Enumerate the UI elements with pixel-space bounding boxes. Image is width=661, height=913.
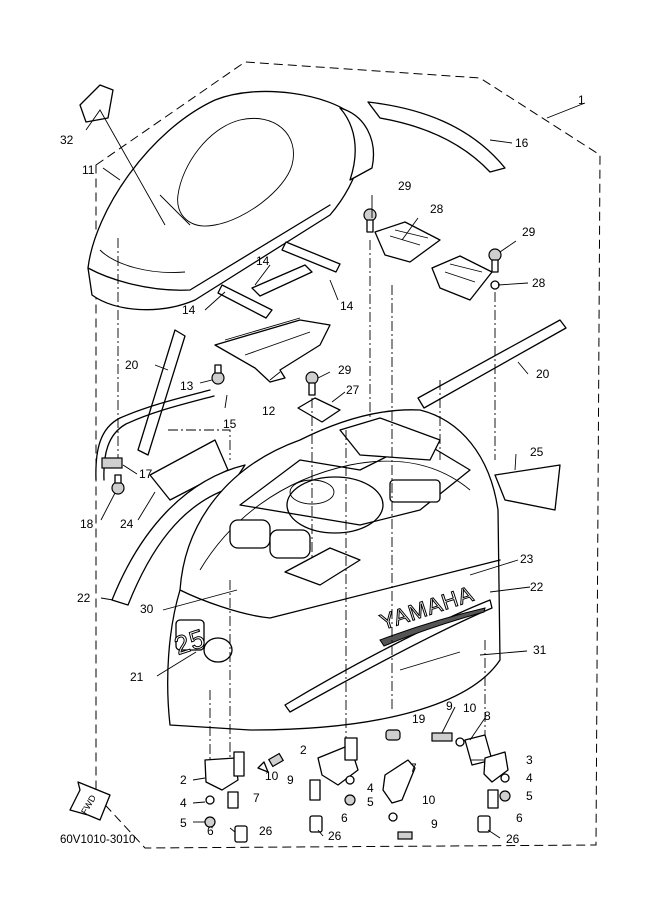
part-32-tag: [79, 84, 114, 123]
strip-14-a: [251, 264, 313, 297]
callout-4-b: 4: [367, 781, 374, 795]
bracket-28-upper: [374, 221, 441, 263]
callout-23: 23: [520, 552, 534, 566]
callout-7-a: 7: [410, 761, 417, 775]
callout-17: 17: [139, 467, 153, 481]
callout-29-b: 29: [522, 225, 536, 239]
decal-25: [494, 464, 561, 511]
callout-6-c: 6: [207, 824, 214, 838]
callout-1: 1: [578, 93, 585, 107]
callout-6-a: 6: [341, 811, 348, 825]
callout-2-b: 2: [180, 773, 187, 787]
seal-20-left: [137, 329, 186, 456]
hose-15: [95, 389, 211, 481]
callout-14-a: 14: [256, 254, 270, 268]
callout-26-a: 26: [259, 824, 273, 838]
callout-10-c: 10: [422, 793, 436, 807]
callout-5-b: 5: [367, 795, 374, 809]
callout-5-c: 5: [180, 816, 187, 830]
callout-9-c: 9: [431, 817, 438, 831]
decal-22-left: [111, 464, 246, 606]
callout-21: 21: [130, 670, 144, 684]
clip-17: [101, 457, 123, 469]
callout-7-b: 7: [253, 791, 260, 805]
callout-24: 24: [120, 517, 134, 531]
grommet-18: [111, 474, 125, 495]
callout-9-b: 9: [287, 773, 294, 787]
callout-27: 27: [346, 383, 360, 397]
callout-26-c: 26: [506, 832, 520, 846]
top-cowling: [87, 90, 363, 311]
callout-labels: 1 32 11 16 29 28 29 14 28 14 14 20 29 20…: [60, 93, 585, 846]
callout-25: 25: [530, 445, 544, 459]
bracket-12: [214, 317, 331, 383]
callout-30: 30: [140, 602, 154, 616]
alignment-lines: [117, 238, 496, 760]
callout-22-b: 22: [77, 591, 91, 605]
callout-5-a: 5: [526, 789, 533, 803]
callout-12: 12: [262, 404, 276, 418]
leader-lines: [85, 102, 586, 839]
callout-29-c: 29: [338, 363, 352, 377]
grommet-19: [385, 729, 401, 741]
bottom-cowling: [167, 409, 501, 731]
hardware-right: [431, 732, 511, 833]
callout-18: 18: [80, 517, 94, 531]
callout-10-a: 10: [463, 701, 477, 715]
callout-28-b: 28: [532, 276, 546, 290]
fwd-arrow: [69, 781, 111, 821]
callout-31: 31: [533, 643, 547, 657]
callout-26-b: 26: [328, 829, 342, 843]
cowling-rear-piece: [339, 107, 375, 181]
grommet-13: [211, 364, 225, 385]
callout-19: 19: [412, 712, 426, 726]
bolt-29-right: [488, 248, 502, 290]
callout-15: 15: [223, 417, 237, 431]
callout-8: 8: [484, 709, 491, 723]
strip-14-b: [217, 284, 273, 319]
callout-4-c: 4: [180, 796, 187, 810]
hardware-left: [204, 751, 285, 843]
callout-29-a: 29: [398, 179, 412, 193]
callout-4-a: 4: [526, 771, 533, 785]
decal-16: [367, 101, 506, 173]
callout-14-c: 14: [340, 299, 354, 313]
callout-13: 13: [180, 379, 194, 393]
callout-6-b: 6: [516, 811, 523, 825]
strip-14-c: [281, 241, 341, 273]
callout-22-a: 22: [530, 580, 544, 594]
callout-20-a: 20: [125, 358, 139, 372]
callout-14-b: 14: [182, 303, 196, 317]
bolt-29-upper: [363, 208, 377, 233]
seal-20-right: [417, 319, 567, 409]
callout-11: 11: [82, 163, 95, 177]
callout-9-a: 9: [446, 699, 453, 713]
bracket-28-lower: [431, 255, 493, 301]
callout-20-b: 20: [536, 367, 550, 381]
callout-32: 32: [60, 133, 74, 147]
hardware-middle: [309, 737, 416, 840]
callout-10-b: 10: [265, 769, 279, 783]
callout-2-a: 2: [300, 743, 307, 757]
callout-3: 3: [526, 753, 533, 767]
callout-28-a: 28: [430, 202, 444, 216]
bolt-29-mid: [305, 371, 319, 396]
diagram-code: 60V1010-3010: [60, 834, 135, 846]
callout-16: 16: [515, 136, 529, 150]
assembly-boundary: [95, 61, 601, 849]
seal-27: [297, 397, 341, 423]
